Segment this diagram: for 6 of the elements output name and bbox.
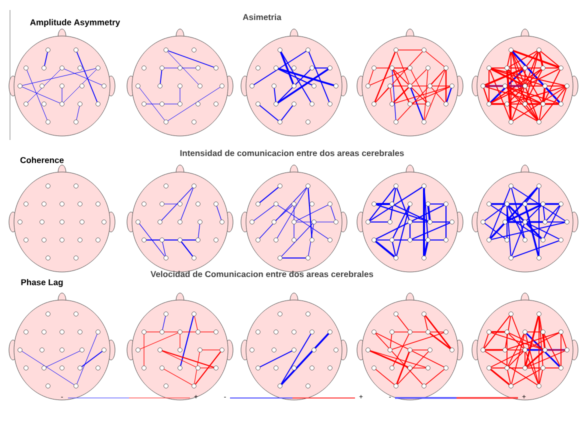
row-label: Amplitude Asymmetry [30,19,120,27]
section-title: Asimetria [242,14,282,20]
row-label: Coherence [20,156,64,164]
section-title: Velocidad de Comunicacion entre dos areas cerebrales [150,270,374,278]
section-title: Intensidad de comunicacion entre dos areas cerebrales [180,150,404,156]
row-label: Phase Lag [21,279,63,287]
